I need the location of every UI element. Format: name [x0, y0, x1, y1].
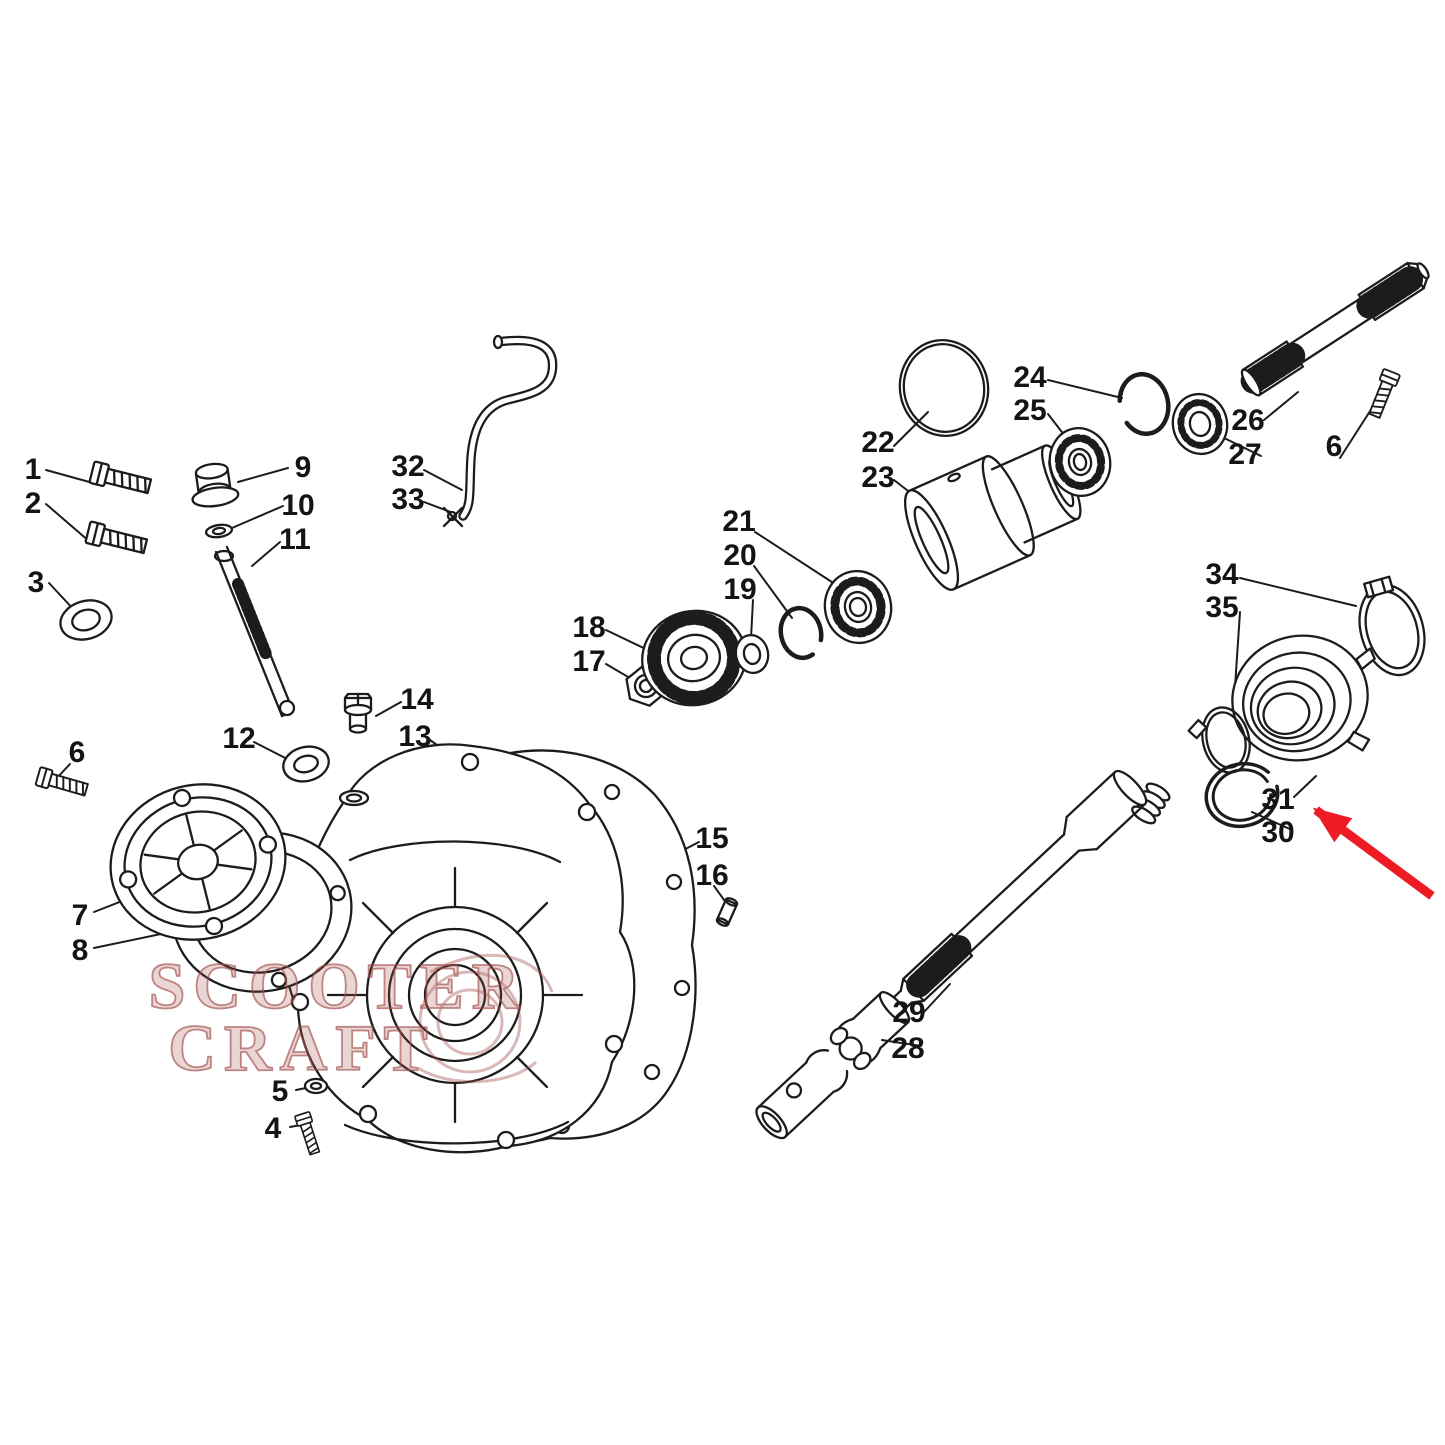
speedo-gear-shaft-11	[213, 545, 296, 718]
snap-ring-20	[778, 605, 824, 661]
washer-19	[734, 633, 770, 675]
bolt-1	[88, 460, 154, 499]
boot-clamp-34	[1358, 575, 1426, 677]
gearcase-housing	[284, 743, 636, 1154]
snap-ring-24	[1117, 371, 1171, 437]
plug-boss-seal	[338, 789, 370, 807]
drive-boot	[1231, 634, 1376, 762]
coupler-23	[904, 444, 1082, 591]
output-shaft-26	[1240, 261, 1430, 397]
bearing-27	[1171, 392, 1229, 456]
seal-3	[59, 599, 113, 641]
o-ring-22	[898, 339, 990, 437]
bolt-4	[293, 1110, 323, 1157]
watermark-line1: SCOOTER	[149, 950, 528, 1023]
seal-12	[282, 745, 330, 783]
washer-10	[204, 523, 234, 539]
highlight-arrow	[1312, 806, 1435, 900]
bearing-cover-7	[109, 783, 287, 941]
bolt-6-right	[1365, 367, 1402, 420]
bearing-21	[823, 569, 893, 645]
sensor-cap-9	[191, 462, 240, 508]
retainer-ring-31	[1204, 761, 1280, 829]
clip-33	[442, 506, 464, 528]
dowel-pin-16	[715, 897, 739, 927]
washer-5	[303, 1077, 329, 1095]
watermark: SCOOTER CRAFT	[148, 949, 554, 1086]
bevel-gear-18	[641, 609, 747, 707]
watermark-line2: CRAFT	[168, 1012, 435, 1085]
drain-plug	[343, 692, 373, 734]
vent-tube-32	[458, 334, 558, 521]
prop-shaft-29	[755, 769, 1148, 1140]
bearing-25	[1048, 427, 1112, 497]
bolt-2	[84, 520, 150, 559]
